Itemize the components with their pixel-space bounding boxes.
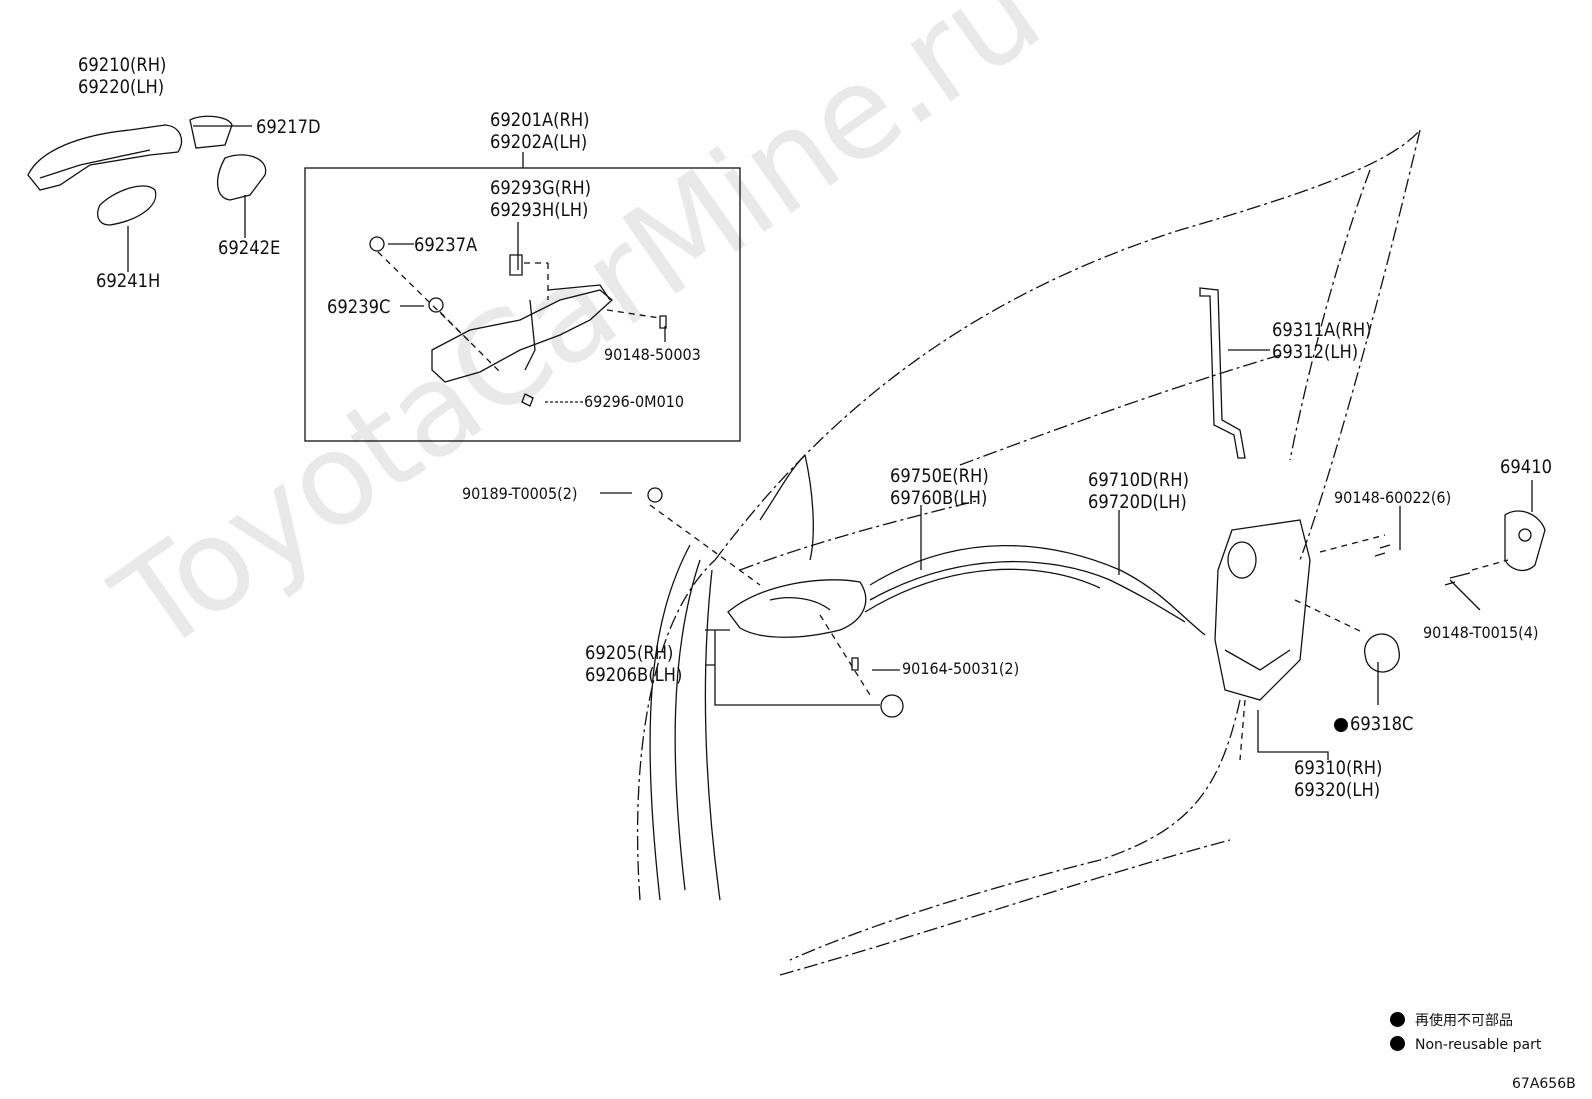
- label-69239c: 69239C: [327, 296, 391, 318]
- inside-handle-drawing: [727, 579, 904, 718]
- label-69710d-rh: 69710D(RH): [1088, 469, 1189, 491]
- clip-drawing: [647, 487, 663, 503]
- label-69310-rh: 69310(RH): [1294, 757, 1383, 779]
- non-reusable-dot-69318c: [1334, 718, 1348, 732]
- lock-rod-drawing: [1199, 287, 1246, 459]
- diagram-code: 67A656B: [1512, 1076, 1576, 1092]
- assembly-lines: [377, 251, 1509, 761]
- label-69241h: 69241H: [96, 270, 161, 292]
- label-69312-lh: 69312(LH): [1272, 341, 1359, 363]
- label-90148-50003: 90148-50003: [604, 345, 701, 364]
- label-69311a-rh: 69311A(RH): [1272, 319, 1372, 341]
- label-69210-rh: 69210(RH): [78, 54, 167, 76]
- label-90164-50031: 90164-50031(2): [902, 659, 1020, 678]
- label-69202a-lh: 69202A(LH): [490, 131, 588, 153]
- label-69720d-lh: 69720D(LH): [1088, 491, 1187, 513]
- legend-dot: [1390, 1012, 1405, 1027]
- label-69217d: 69217D: [256, 116, 321, 138]
- pillar-lines: [649, 454, 814, 901]
- label-69760b-lh: 69760B(LH): [890, 487, 988, 509]
- label-69293h-lh: 69293H(LH): [490, 199, 589, 221]
- label-69750e-rh: 69750E(RH): [890, 465, 989, 487]
- label-69242e: 69242E: [218, 237, 281, 259]
- label-90189-t0005: 90189-T0005(2): [462, 484, 578, 503]
- label-69293g-rh: 69293G(RH): [490, 177, 592, 199]
- leader-lines: [127, 125, 1533, 760]
- label-90148-t0015: 90148-T0015(4): [1423, 623, 1539, 642]
- label-69220-lh: 69220(LH): [78, 76, 165, 98]
- door-outline: [636, 129, 1421, 976]
- label-69320-lh: 69320(LH): [1294, 779, 1381, 801]
- legend-dot: [1390, 1036, 1405, 1051]
- striker-drawing: [1374, 510, 1546, 586]
- label-69410: 69410: [1500, 456, 1552, 478]
- legend-text-english: Non-reusable part: [1415, 1037, 1542, 1053]
- door-lock-drawing: [1214, 519, 1400, 701]
- outside-handle-drawing: [27, 115, 267, 226]
- label-69201a-rh: 69201A(RH): [490, 109, 590, 131]
- label-69205-rh: 69205(RH): [585, 642, 674, 664]
- label-69206b-lh: 69206B(LH): [585, 664, 683, 686]
- legend-text-japanese: 再使用不可部品: [1415, 1013, 1513, 1029]
- label-69237a: 69237A: [414, 234, 478, 256]
- handle-frame-drawing: [369, 236, 667, 407]
- legend-line-english: Non-reusable part: [1390, 1036, 1541, 1053]
- cables-drawing: [864, 544, 1206, 636]
- label-69318c: 69318C: [1350, 713, 1414, 735]
- label-69296-0m010: 69296-0M010: [584, 392, 685, 411]
- label-90148-60022: 90148-60022(6): [1334, 488, 1452, 507]
- legend-line-japanese: 再使用不可部品: [1390, 1010, 1513, 1030]
